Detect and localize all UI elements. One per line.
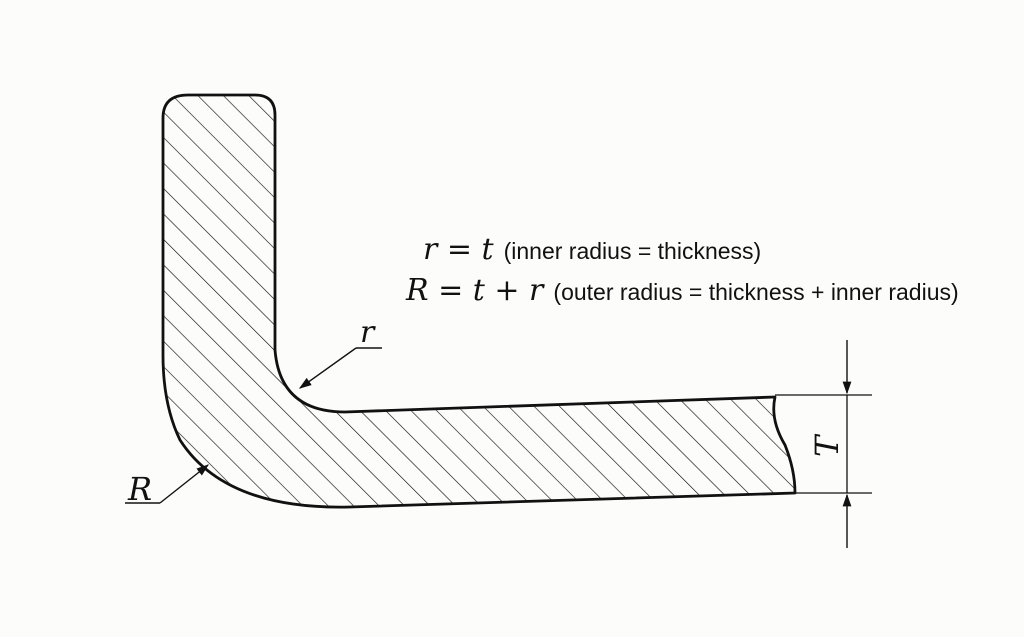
thickness-label: T [808, 433, 846, 457]
formula-inner-description: (inner radius = thickness) [504, 238, 762, 264]
inner-radius-leader [298, 347, 382, 389]
formula-outer-description: (outer radius = thickness + inner radius… [553, 279, 958, 305]
formula-outer: R = t + r (outer radius = thickness + in… [405, 273, 959, 308]
outer-radius-label: R [127, 470, 152, 508]
formula-inner: r = t (inner radius = thickness) [423, 232, 761, 267]
outer-radius-leader [125, 464, 209, 504]
thickness-dimension [775, 340, 872, 548]
formula-inner-symbolic: r = t [423, 232, 495, 267]
formula-outer-symbolic: R = t + r [405, 273, 545, 308]
bent-plate-section [161, 93, 797, 509]
inner-radius-label: r [360, 315, 376, 350]
